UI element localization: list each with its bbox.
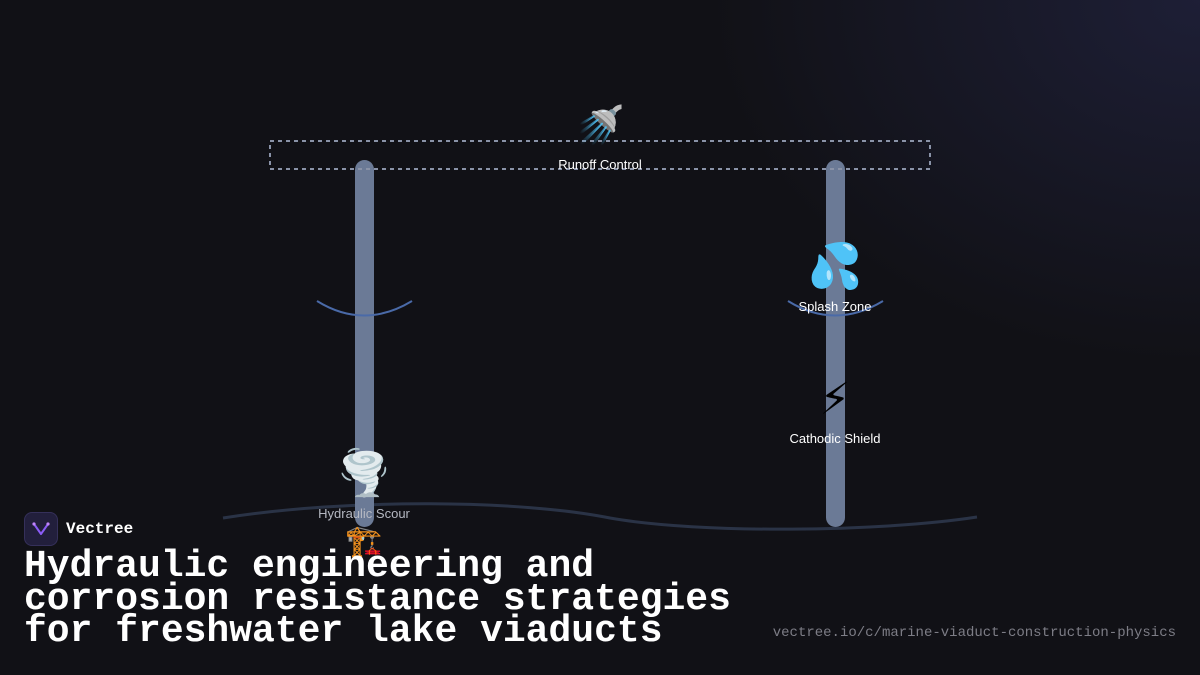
lightning-icon: ⚡ (819, 374, 851, 425)
water-droplets-icon: 💦 (807, 241, 863, 292)
right-pillar (826, 160, 845, 527)
riverbed-line (222, 502, 978, 531)
left-water-arc (316, 300, 413, 317)
left-pillar (355, 160, 374, 527)
shower-icon: 🚿 (577, 103, 625, 147)
hydraulic-scour-label: Hydraulic Scour (318, 506, 410, 521)
brand-name: Vectree (66, 520, 134, 538)
deck-outline (269, 140, 931, 170)
construction-crane-icon: 🏗️ (345, 524, 383, 559)
vectree-logo-icon (24, 512, 58, 546)
right-water-arc (787, 300, 884, 317)
source-url: vectree.io/c/marine-viaduct-construction… (772, 625, 1176, 641)
page-title: Hydraulic engineering and corrosion resi… (24, 545, 731, 653)
brand: Vectree (24, 512, 133, 546)
cathodic-shield-label: Cathodic Shield (789, 431, 881, 446)
splash-zone-label: Splash Zone (798, 299, 872, 314)
tornado-icon: 🌪️ (336, 448, 392, 499)
runoff-control-label: Runoff Control (558, 157, 642, 172)
